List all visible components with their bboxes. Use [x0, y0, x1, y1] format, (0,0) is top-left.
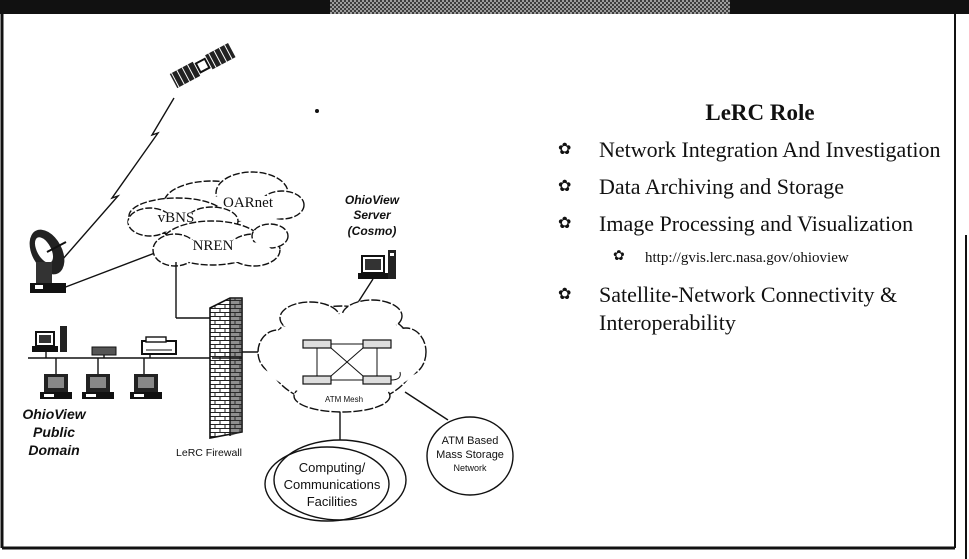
computing-label-line2: Communications — [284, 477, 381, 492]
server-computer-icon — [358, 250, 396, 279]
computing-label-line3: Facilities — [307, 494, 358, 509]
satellite-link — [47, 97, 175, 277]
flower-bullet-icon: ✿ — [558, 141, 572, 158]
vbns-label: vBNS — [158, 210, 195, 226]
atm-switch-icons — [302, 339, 401, 385]
firewall-label: LeRC Firewall — [176, 447, 242, 459]
atm-mesh-cloud: ATM Mesh — [257, 299, 427, 413]
flower-bullet-icon: ✿ — [558, 178, 572, 195]
computing-facilities: Computing/ Communications Facilities — [264, 439, 407, 522]
dish-to-nren-line — [62, 247, 169, 289]
flower-bullet-icon: ✿ — [558, 286, 572, 303]
desktop-pc-icon-1 — [40, 374, 72, 399]
firewall-icon — [209, 297, 243, 439]
flower-bullet-icon: ✿ — [613, 249, 625, 264]
flower-bullet-icon: ✿ — [558, 215, 572, 232]
lerc-role-panel: LeRC Role ✿ Network Integration And Inve… — [555, 100, 965, 346]
lan-hub-icon — [91, 346, 117, 356]
public-domain-label-line1: OhioView — [22, 406, 86, 422]
desktop-pc-icon-3 — [130, 374, 162, 399]
server-label-line2: Server — [353, 208, 392, 222]
role-item-satellite-network: ✿ Satellite-Network Connectivity & Inter… — [555, 281, 965, 337]
atm-to-storage-line — [404, 391, 449, 421]
vbns-cloud: vBNS — [127, 197, 239, 237]
computing-label-line1: Computing/ — [299, 460, 366, 475]
server-label-line1: OhioView — [345, 193, 400, 207]
mass-storage-label-line2: Mass Storage — [436, 449, 504, 461]
role-item-label: Satellite-Network Connectivity & Interop… — [599, 282, 898, 335]
role-item-network-integration: ✿ Network Integration And Investigation — [555, 136, 965, 164]
role-item-label: Image Processing and Visualization — [599, 211, 914, 236]
role-item-data-archiving: ✿ Data Archiving and Storage — [555, 173, 965, 201]
role-subitem-url: ✿ http://gvis.lerc.nasa.gov/ohioview — [555, 247, 965, 269]
role-item-image-processing: ✿ Image Processing and Visualization — [555, 210, 965, 238]
public-domain-label-line2: Public — [33, 424, 75, 440]
ohioview-url: http://gvis.lerc.nasa.gov/ohioview — [645, 250, 849, 266]
lerc-role-title: LeRC Role — [705, 100, 815, 125]
server-label-line3: (Cosmo) — [348, 224, 397, 238]
mass-storage-label-line3: Network — [453, 463, 487, 473]
public-domain-lan — [28, 326, 212, 399]
satellite-dish-icon — [29, 229, 67, 293]
public-domain-label-line3: Domain — [28, 442, 79, 458]
satellite-icon — [169, 43, 236, 89]
printer-icon — [141, 336, 177, 355]
desktop-pc-icon-2 — [82, 374, 114, 399]
stray-dot — [315, 109, 319, 113]
atm-mesh-label: ATM Mesh — [325, 395, 363, 404]
mass-storage-label-line1: ATM Based — [442, 435, 499, 447]
nren-cloud: NREN — [152, 220, 289, 267]
role-item-label: Data Archiving and Storage — [599, 174, 844, 199]
top-banner-dither — [330, 0, 730, 14]
role-item-label: Network Integration And Investigation — [599, 137, 941, 162]
oarnet-label: OARnet — [223, 195, 274, 211]
workstation-icon — [32, 326, 67, 352]
nren-label: NREN — [193, 238, 234, 254]
mass-storage-network: ATM Based Mass Storage Network — [426, 416, 514, 496]
